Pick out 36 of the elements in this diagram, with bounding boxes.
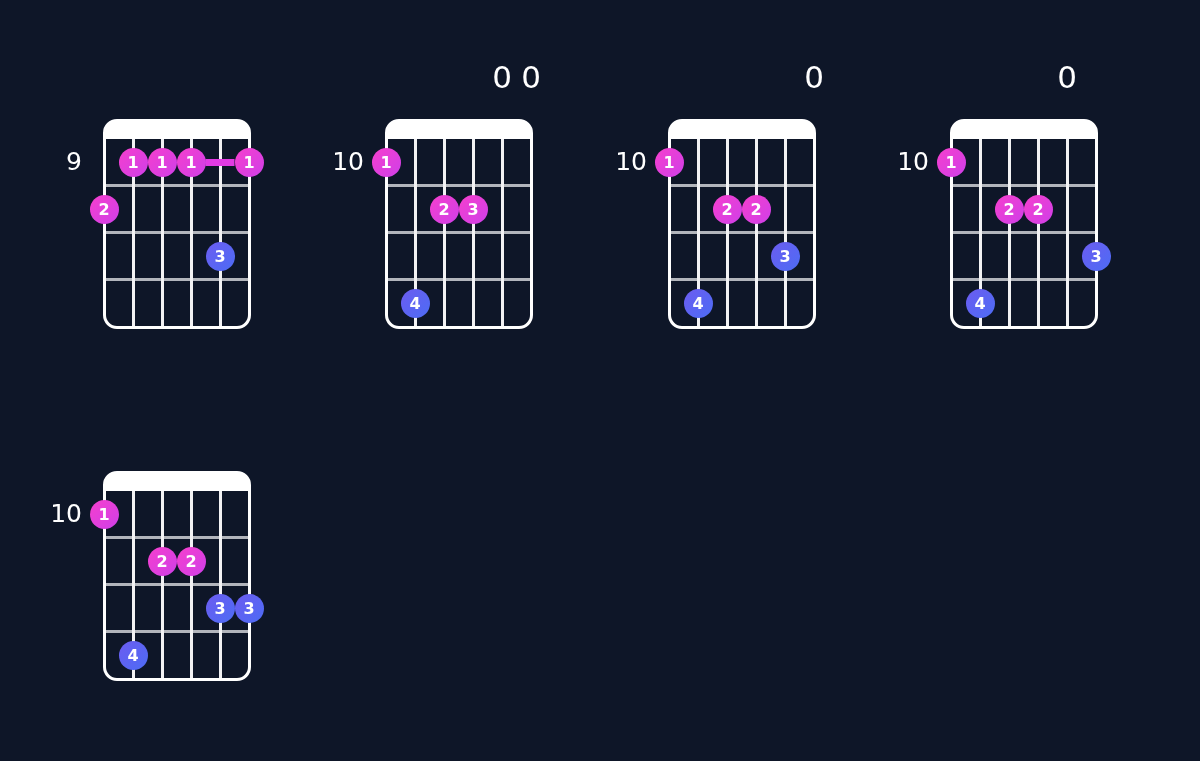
finger-dot: 1 [234, 148, 264, 177]
finger-dot: 1 [936, 148, 966, 177]
finger-dot: 2 [176, 547, 206, 576]
open-string-marker: 0 [1057, 60, 1077, 94]
fret-number: 10 [615, 146, 647, 177]
finger-dot: 3 [770, 242, 800, 271]
finger-dot: 2 [994, 195, 1024, 224]
finger-dot: 1 [89, 500, 119, 529]
open-string-marker: 0 [492, 60, 512, 94]
fret-number: 10 [897, 146, 929, 177]
finger-dot: 3 [1081, 242, 1111, 271]
finger-dot: 4 [683, 289, 713, 318]
fret-number: 10 [332, 146, 364, 177]
finger-dot: 2 [89, 195, 119, 224]
fret-number: 10 [50, 498, 82, 529]
open-string-marker: 0 [804, 60, 824, 94]
finger-dot: 1 [654, 148, 684, 177]
finger-dot: 3 [205, 242, 235, 271]
finger-dot: 3 [458, 195, 488, 224]
finger-dot: 1 [371, 148, 401, 177]
finger-dot: 2 [712, 195, 742, 224]
barre-line [205, 159, 235, 166]
finger-dot: 2 [741, 195, 771, 224]
finger-dot: 4 [965, 289, 995, 318]
finger-dot: 2 [1023, 195, 1053, 224]
finger-dot: 2 [147, 547, 177, 576]
finger-dot: 1 [147, 148, 177, 177]
finger-dot: 4 [400, 289, 430, 318]
finger-dot: 3 [205, 594, 235, 623]
finger-dot: 4 [118, 641, 148, 670]
finger-dot: 1 [176, 148, 206, 177]
finger-dot: 1 [118, 148, 148, 177]
open-string-marker: 0 [521, 60, 541, 94]
finger-dot: 3 [234, 594, 264, 623]
fret-number: 9 [66, 146, 82, 177]
finger-dot: 2 [429, 195, 459, 224]
